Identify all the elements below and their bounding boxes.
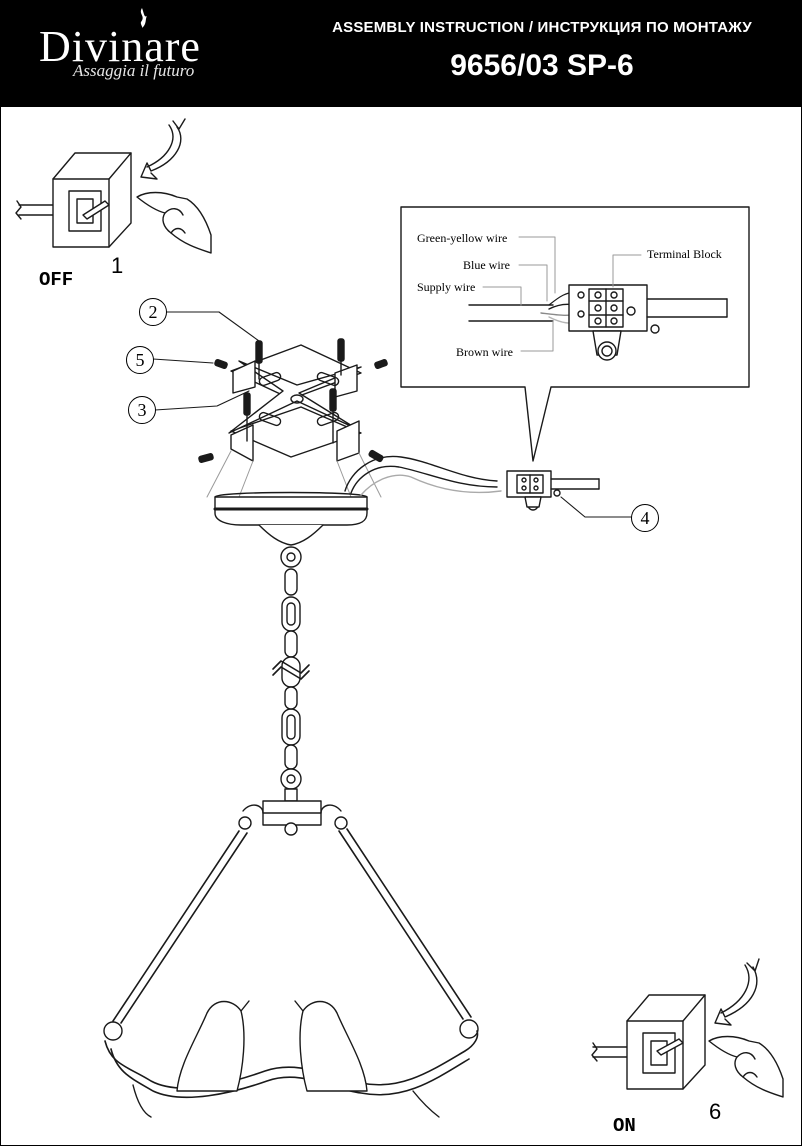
hand-icon xyxy=(136,191,212,254)
on-label: ON xyxy=(613,1115,636,1137)
label-terminal-block: Terminal Block xyxy=(647,247,722,261)
wiring-inset xyxy=(400,206,750,462)
brand-tagline: Assaggia il futuro xyxy=(73,61,195,80)
label-green-yellow-wire: Green-yellow wire xyxy=(417,231,508,245)
terminal-block xyxy=(506,470,600,511)
screw-icon xyxy=(198,338,388,463)
chain xyxy=(272,546,310,802)
flame-icon xyxy=(140,8,147,28)
callout-4: 4 xyxy=(631,504,659,532)
callout-2: 2 xyxy=(139,298,167,326)
rotate-arrow-icon xyxy=(714,958,760,1026)
canopy xyxy=(213,491,369,546)
hand-icon xyxy=(708,1035,784,1098)
callout-5: 5 xyxy=(126,346,154,374)
wall-switch-icon xyxy=(591,994,706,1090)
rotate-arrow-icon xyxy=(140,118,186,180)
callout-leaders xyxy=(152,311,632,518)
wall-switch-icon xyxy=(15,152,132,248)
supply-cable xyxy=(344,455,502,496)
projection-lines xyxy=(206,450,382,498)
header-bar: Divinare Assaggia il futuro ASSEMBLY INS… xyxy=(1,1,801,107)
label-brown-wire: Brown wire xyxy=(456,345,513,359)
brand-logo: Divinare xyxy=(39,22,201,71)
off-label: OFF xyxy=(39,269,74,291)
step-number-first: 1 xyxy=(111,253,124,278)
document-title: ASSEMBLY INSTRUCTION / ИНСТРУКЦИЯ ПО МОН… xyxy=(332,19,752,36)
model-number: 9656/03 SP-6 xyxy=(450,49,634,82)
step-number-last: 6 xyxy=(709,1099,722,1124)
callout-3: 3 xyxy=(128,396,156,424)
fixture-body xyxy=(103,800,479,1118)
label-blue-wire: Blue wire xyxy=(463,258,510,272)
label-supply-wire: Supply wire xyxy=(417,280,476,294)
mounting-bracket xyxy=(228,344,362,462)
